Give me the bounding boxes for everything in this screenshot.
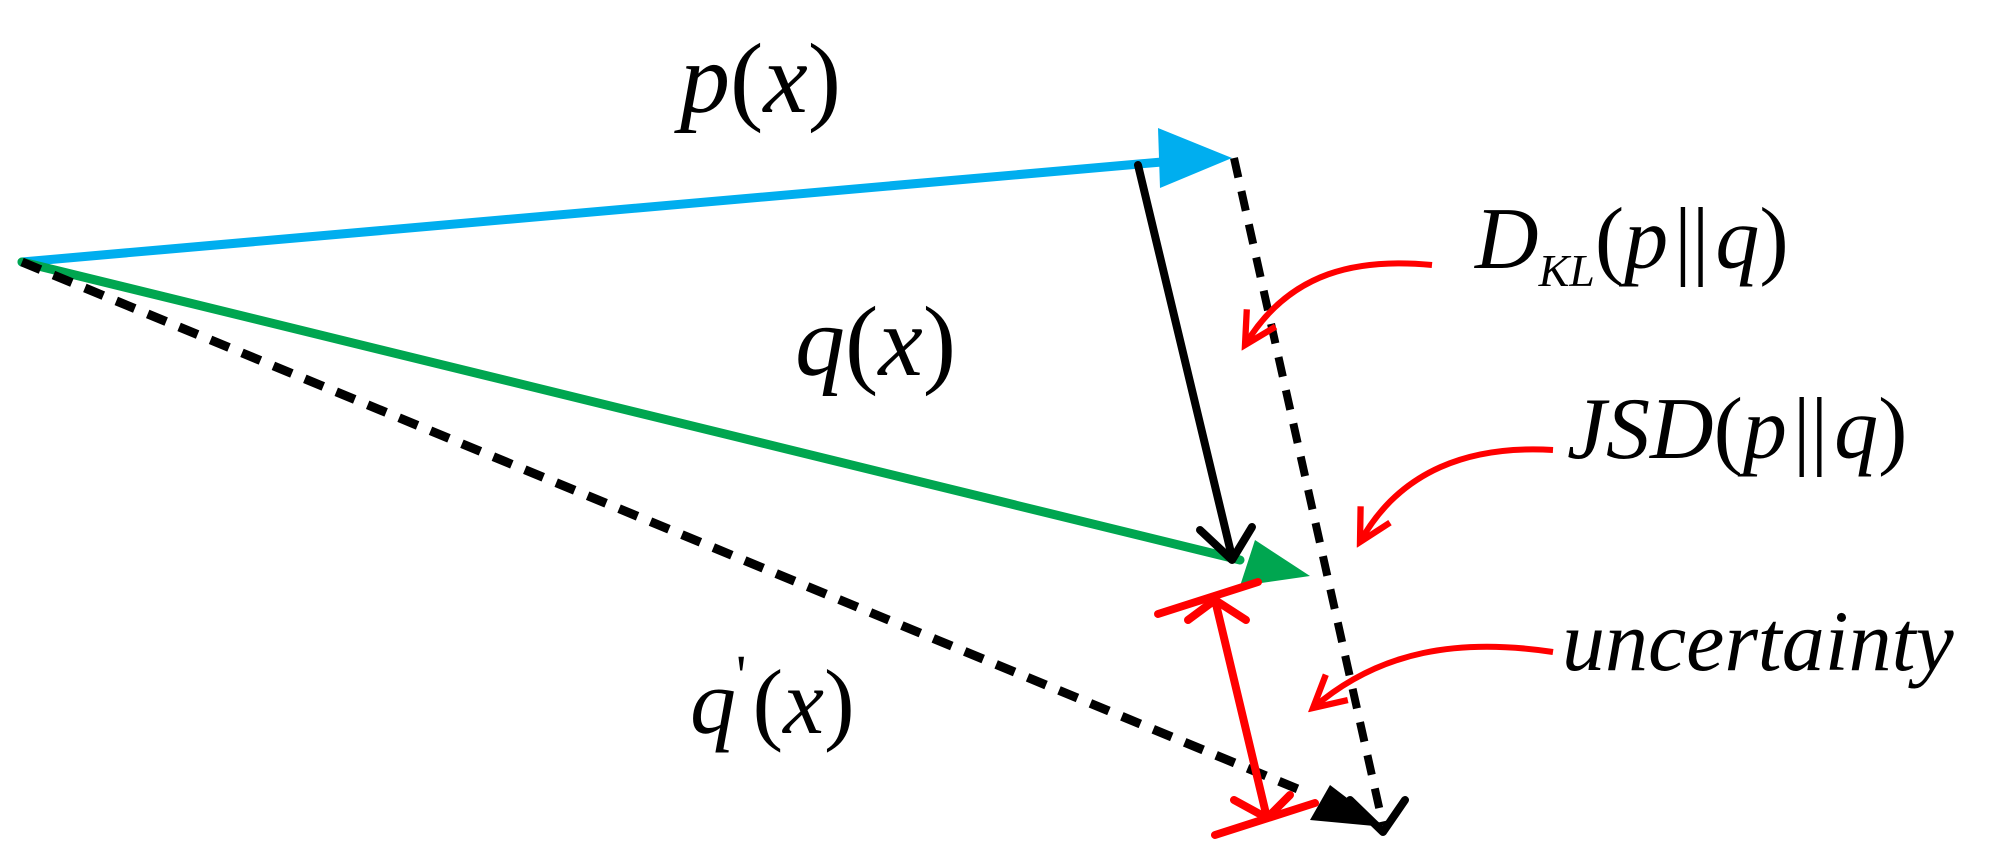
uncertainty-label: uncertainty	[1562, 593, 1954, 689]
uncertainty-arrow-top	[1184, 596, 1250, 624]
q-prime-vector-line	[20, 257, 1307, 797]
dashed-difference-line	[1230, 157, 1387, 826]
jsd-pointer-arrow	[1360, 446, 1554, 542]
q-prime-label: q'(x)	[690, 643, 855, 753]
dkl-label: DKL(p||q)	[1474, 191, 1789, 296]
uncertainty-pointer-arrow	[1313, 643, 1554, 708]
p-vector-arrowhead	[1158, 128, 1232, 188]
difference-vector-line	[1134, 161, 1236, 561]
jsd-label: JSD(p||q)	[1567, 381, 1907, 478]
q-vector-line	[17, 257, 1245, 565]
uncertainty-arrow-bottom	[1230, 791, 1294, 822]
uncertainty-tick-top	[1154, 578, 1262, 618]
q-label: q(x)	[795, 286, 956, 397]
dkl-pointer-arrow	[1245, 260, 1433, 345]
difference-vector-arrowhead	[1196, 523, 1256, 564]
q-vector-arrowhead	[1240, 540, 1310, 586]
dashed-difference-arrowhead	[1346, 796, 1409, 836]
p-vector-line	[17, 157, 1167, 267]
uncertainty-measure-line	[1211, 596, 1271, 822]
p-label: p(x)	[674, 23, 841, 134]
